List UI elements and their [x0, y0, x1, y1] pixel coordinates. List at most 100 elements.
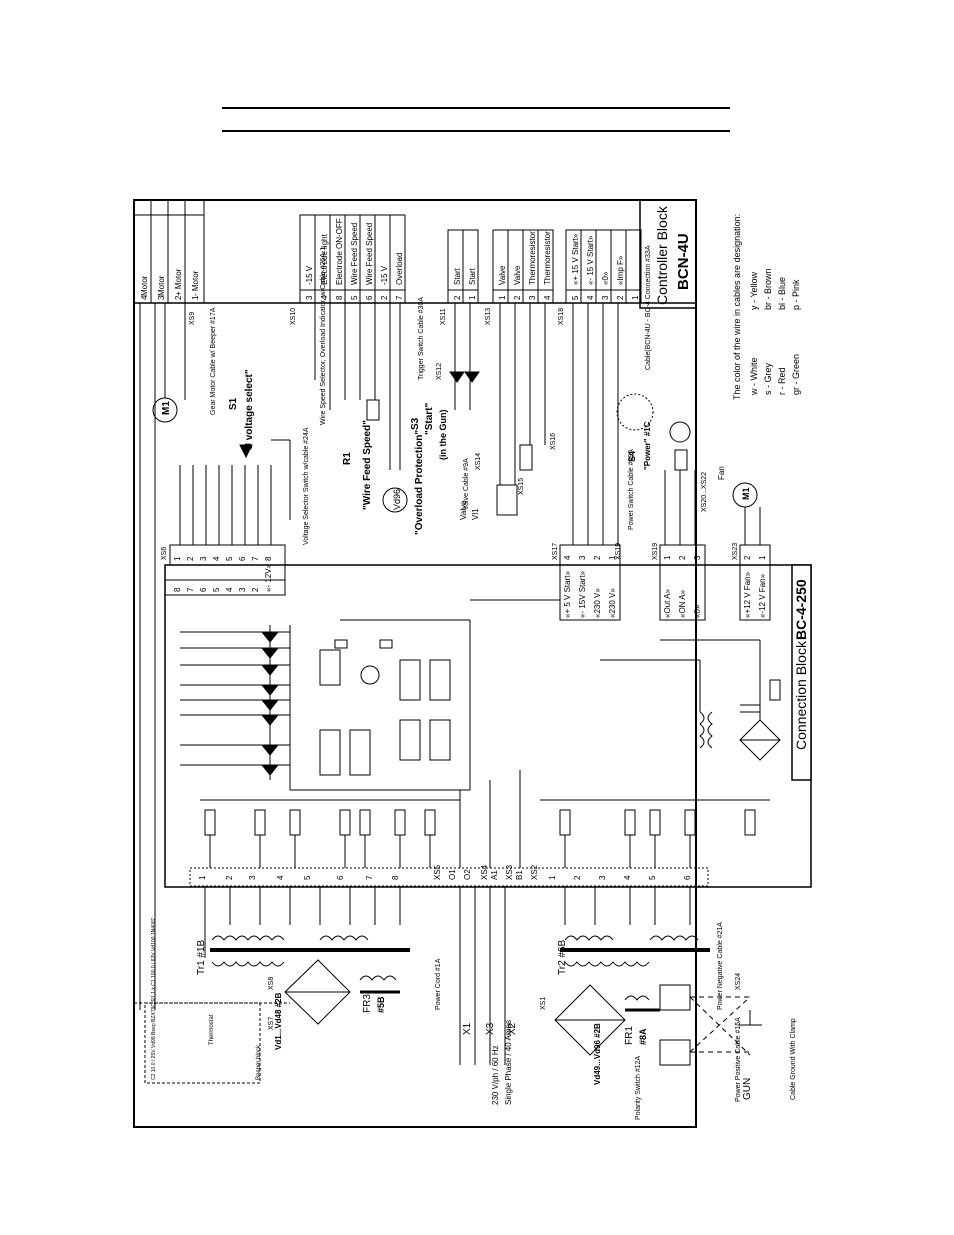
m1-label: M1 [161, 401, 172, 415]
color-right-1: br - Brown [763, 268, 773, 310]
pin-xs13-2: 3 [528, 295, 537, 300]
overload-label: "Overload Protection" [414, 430, 425, 535]
name-xs13: XS13 [485, 308, 492, 325]
pin-xs10-6: 7 [395, 295, 404, 300]
label-xs18-0: «+ 15 V Start» [571, 233, 580, 285]
pin-xs18-1: 4 [586, 295, 595, 300]
color-right-3: p - Pink [791, 279, 801, 310]
xs23-label-1: «-12 V Fan» [758, 573, 767, 618]
xs23-label-0: «+12 V Fan» [743, 571, 752, 618]
xs6-inner-2: 6 [199, 587, 208, 592]
pin-xs10-5: 2 [380, 295, 389, 300]
xs15-label: XS15 [518, 478, 525, 495]
label-xs11-1: Start [468, 267, 477, 285]
xs17-pin-1: 3 [578, 555, 587, 560]
supply2-label: Single Phase / 40 Amps [504, 1020, 513, 1105]
tr1-label: Tr1 #1B [196, 939, 207, 975]
pin-xs10-2: 8 [335, 295, 344, 300]
cable-caption-2: Trigger Switch Cable #30A [418, 297, 425, 380]
r1-caption: "Wire Feed Speed" [362, 420, 373, 510]
s4-caption: "Power" #1C [643, 421, 652, 470]
pin-xs13-1: 2 [513, 295, 522, 300]
bottom-pin-1: 2 [225, 875, 234, 880]
tr2-label: Tr2 #6B [557, 939, 568, 975]
bottom-pin-0: 1 [198, 875, 207, 880]
s3-caption2: (in the Gun) [438, 410, 448, 461]
gun-label: GUN [742, 1078, 753, 1100]
name-xs18: XS18 [558, 308, 565, 325]
pin-xs11-0: 2 [453, 295, 462, 300]
xs6-pin-5: 6 [238, 556, 247, 561]
name-xs9: XS9 [189, 312, 196, 325]
xs16-label: XS16 [550, 433, 557, 450]
fr1-label: FR1 [624, 1026, 635, 1045]
xs17-label-0: «+ 5 V Start» [563, 571, 572, 618]
xs17-pin-2: 2 [593, 555, 602, 560]
xs6-pin-2: 3 [199, 556, 208, 561]
label-xs9-1: Motor [157, 275, 166, 296]
r1-label: R1 [342, 452, 353, 465]
connection-block-model: BC-4-250 [793, 579, 809, 640]
s3-label: S3 [410, 417, 421, 430]
color-right-0: y - Yellow [749, 271, 759, 310]
label-xs10-1: Electrode light [320, 234, 329, 285]
x3-label: X3 [485, 1022, 496, 1035]
xs14-label: XS14 [475, 453, 482, 470]
bottom-pin-13: XS3 [505, 864, 514, 880]
v1-label: Vl1 [471, 508, 480, 520]
vd1-vd48-label: Vd1...Vd48 #2B [274, 992, 283, 1050]
color-left-2: r - Red [777, 367, 787, 395]
cable-caption-8: Power Negative Cable #21A [717, 922, 724, 1010]
pin-xs9-0: 4 [140, 295, 149, 300]
vd49-vd96-label: Vd49...Vd96 #2B [593, 1023, 602, 1085]
label-xs18-1: «- 15 V Start» [586, 235, 595, 285]
color-note: The color of the wire in cables are desi… [732, 214, 742, 400]
power-section [134, 303, 762, 1084]
bottom-pin-10: O2 [463, 869, 472, 880]
xs23-pin-1: 1 [758, 555, 767, 560]
cable-caption-3: Valve Cable #9A [463, 458, 470, 510]
xs19-pin-1: 2 [678, 555, 687, 560]
controller-block-model: BCN-4U [675, 233, 692, 290]
diode-ladder [180, 599, 560, 791]
label-xs10-5: -15 V [380, 265, 389, 285]
pin-xs11-1: 1 [468, 295, 477, 300]
bottom-pin-9: O1 [448, 869, 457, 880]
cable-caption-6: Cable(BCN-4U - BC-4 Connection #33A [645, 245, 652, 370]
supply-label: 230 V/ph / 60 Hz [491, 1045, 500, 1105]
s4-label: S4 [627, 451, 637, 462]
xs6-inner-6: 2 [251, 587, 260, 592]
connection-block-box [164, 564, 812, 888]
label-xs9-3: - Motor [191, 270, 200, 296]
xs7-label: XS7 [268, 1017, 275, 1030]
control-transformer [600, 639, 781, 761]
bottom-pin-12: A1 [490, 870, 499, 880]
s1-label: S1 [228, 397, 239, 410]
m1-fan-label: M1 [741, 487, 751, 500]
pin-xs18-0: 5 [571, 295, 580, 300]
bottom-pin-11: XS4 [480, 864, 489, 880]
bottom-pin-17: 2 [573, 875, 582, 880]
pin-xs13-3: 4 [543, 295, 552, 300]
bottom-pin-16: 1 [548, 875, 557, 880]
xs6-pin-4: 5 [225, 556, 234, 561]
controller-block-box [639, 199, 697, 309]
label-xs18-2: «0» [601, 271, 610, 285]
color-right-2: bl - Blue [777, 277, 787, 310]
bottom-pin-15: XS2 [530, 864, 539, 880]
xs6-inner-1: 7 [186, 587, 195, 592]
label-xs9-2: + Motor [174, 268, 183, 296]
cable-caption-11: Cable Ground With Clamp [790, 1018, 797, 1100]
beeper-block-label: Beeper block [256, 1044, 262, 1080]
relay-row [200, 770, 770, 868]
xs6-name: XS6 [161, 547, 168, 560]
diagram-frame [133, 199, 697, 1128]
fan-label: Fan [717, 466, 726, 480]
label-xs10-0: -15 V [305, 265, 314, 285]
cable-caption-1: Wire Speed Selector, Overload Indicator,… [320, 247, 327, 425]
header-rule-top [222, 107, 730, 109]
bottom-pin-14: B1 [515, 870, 524, 880]
xs19-label-2: «0» [693, 604, 702, 618]
xs19-pin-0: 1 [663, 555, 672, 560]
